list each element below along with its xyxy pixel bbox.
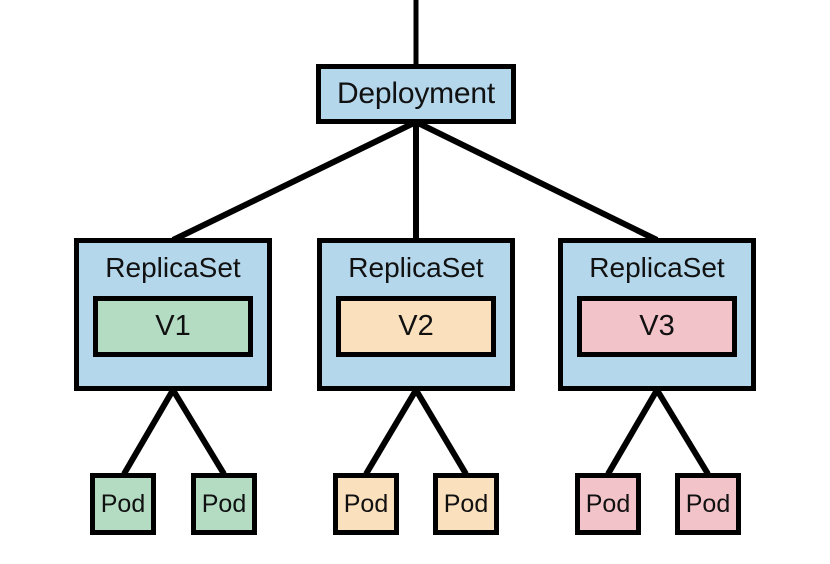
pod-node-3-1[interactable]: Pod xyxy=(575,473,641,535)
version-box-2[interactable]: V2 xyxy=(336,296,496,357)
version-label-2: V2 xyxy=(398,310,434,342)
pod-label-3-1: Pod xyxy=(585,489,631,518)
pod-node-2-2[interactable]: Pod xyxy=(433,473,499,535)
version-box-3[interactable]: V3 xyxy=(577,296,737,357)
replicaset-node-1[interactable]: ReplicaSet V1 xyxy=(74,238,272,391)
version-box-1[interactable]: V1 xyxy=(93,296,253,357)
pod-label-3-2: Pod xyxy=(685,489,731,518)
pod-node-1-1[interactable]: Pod xyxy=(90,473,156,535)
edge-replicaset-2-to-pod-2 xyxy=(413,388,469,476)
edge-replicaset-2-to-pod-1 xyxy=(363,388,419,476)
replicaset-node-2[interactable]: ReplicaSet V2 xyxy=(317,238,515,391)
replicaset-label-3: ReplicaSet xyxy=(589,252,725,283)
edge-replicaset-1-to-pod-2 xyxy=(170,388,227,476)
replicaset-label-2: ReplicaSet xyxy=(348,252,484,283)
deployment-node[interactable]: Deployment xyxy=(316,64,516,124)
edge-deployment-to-replicaset-3 xyxy=(414,119,659,243)
pod-label-2-2: Pod xyxy=(443,489,489,518)
pod-node-1-2[interactable]: Pod xyxy=(191,473,257,535)
edge-replicaset-1-to-pod-1 xyxy=(121,388,176,476)
edge-replicaset-3-to-pod-1 xyxy=(605,388,660,476)
deployment-label: Deployment xyxy=(336,77,496,110)
pod-label-1-1: Pod xyxy=(100,489,146,518)
pod-label-1-2: Pod xyxy=(201,489,247,518)
pod-node-2-1[interactable]: Pod xyxy=(333,473,399,535)
edge-deployment-to-replicaset-1 xyxy=(171,119,418,243)
edge-replicaset-3-to-pod-2 xyxy=(654,388,711,476)
pod-label-2-1: Pod xyxy=(343,489,389,518)
replicaset-label-1: ReplicaSet xyxy=(105,252,241,283)
version-label-3: V3 xyxy=(639,310,675,342)
pod-node-3-2[interactable]: Pod xyxy=(675,473,741,535)
version-label-1: V1 xyxy=(155,310,191,342)
replicaset-node-3[interactable]: ReplicaSet V3 xyxy=(558,238,756,391)
